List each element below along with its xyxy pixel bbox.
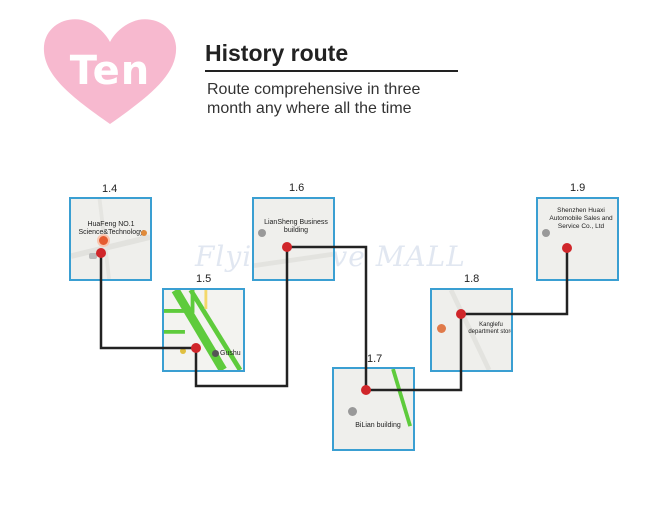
stop-label: HuaFeng NO.1 Science&Technology <box>78 221 144 236</box>
map-tile-1-7[interactable]: BiLian building <box>332 367 415 451</box>
route-point-1-8[interactable] <box>456 309 466 319</box>
stop-date-1-6: 1.6 <box>289 182 305 194</box>
stop-label: Kanglefu department store <box>468 322 513 335</box>
poi-icon <box>89 253 97 259</box>
car-icon <box>542 229 550 237</box>
transit-icon <box>212 350 219 357</box>
stop-label: Gushu <box>220 350 241 357</box>
map-background <box>164 290 243 370</box>
map-tile-1-8[interactable]: Kanglefu department store <box>430 288 513 372</box>
map-tile-1-4[interactable]: HuaFeng NO.1 Science&Technology <box>69 197 152 281</box>
building-icon <box>348 407 357 416</box>
map-background <box>254 199 333 279</box>
stop-date-1-8: 1.8 <box>464 273 480 285</box>
route-point-1-7[interactable] <box>361 385 371 395</box>
badge-text: Ten <box>69 48 151 94</box>
route-point-1-6[interactable] <box>282 242 292 252</box>
route-point-1-9[interactable] <box>562 243 572 253</box>
route-point-1-4[interactable] <box>96 248 106 258</box>
page-title: History route <box>205 40 349 66</box>
map-background <box>538 199 617 279</box>
poi-icon <box>180 348 186 354</box>
building-icon <box>258 229 266 237</box>
stop-label: BiLian building <box>355 422 401 429</box>
stop-label: LianSheng Business building <box>264 219 328 234</box>
map-background <box>71 199 150 279</box>
map-background <box>334 369 413 449</box>
map-tile-1-6[interactable]: LianSheng Business building <box>252 197 335 281</box>
shopping-icon <box>437 324 446 333</box>
page-subtitle: Route comprehensive in three month any w… <box>207 81 421 117</box>
stop-date-1-9: 1.9 <box>570 182 586 194</box>
heart-badge-icon <box>43 19 177 124</box>
stop-date-1-7: 1.7 <box>367 353 383 365</box>
location-marker-icon <box>97 234 110 247</box>
route-point-1-5[interactable] <box>191 343 201 353</box>
title-divider <box>205 70 458 72</box>
map-tile-1-9[interactable]: Shenzhen Huaxi Automobile Sales and Serv… <box>536 197 619 281</box>
map-tile-1-5[interactable]: Gushu <box>162 288 245 372</box>
stop-date-1-5: 1.5 <box>196 273 212 285</box>
stop-date-1-4: 1.4 <box>102 183 118 195</box>
poi-icon <box>141 230 147 236</box>
stop-label: Shenzhen Huaxi Automobile Sales and Serv… <box>549 207 613 230</box>
